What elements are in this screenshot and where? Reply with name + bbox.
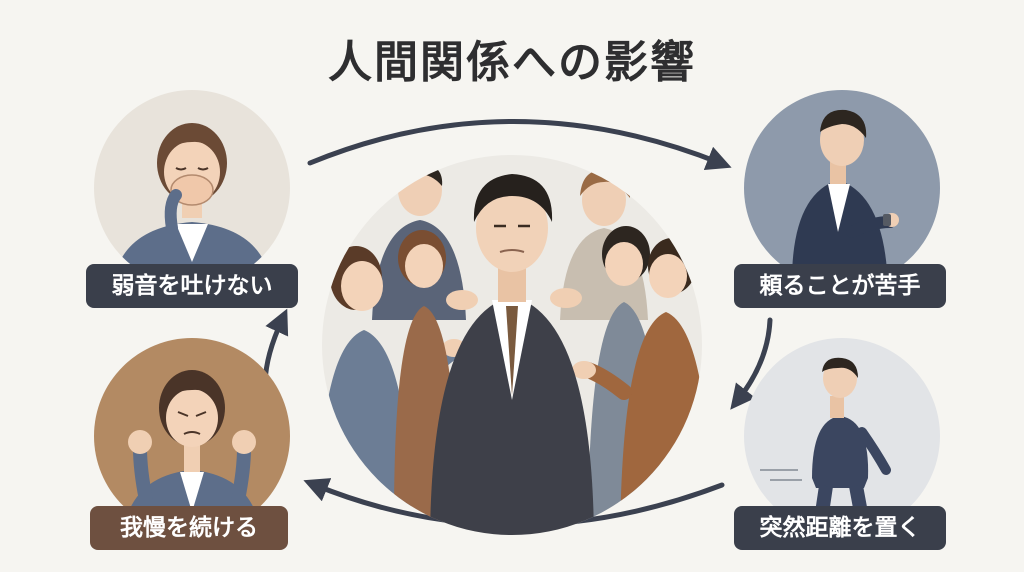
arrow-top (307, 119, 732, 170)
label-tr: 頼ることが苦手 (734, 264, 946, 308)
man-checking-watch-illustration (744, 90, 940, 286)
label-bl: 我慢を続ける (90, 506, 288, 550)
woman-covering-mouth-illustration (94, 90, 290, 286)
central-man (429, 174, 595, 535)
central-group-illustration (322, 155, 702, 535)
arrow-right (730, 317, 773, 410)
page-title: 人間関係への影響 (328, 37, 696, 88)
man-walking-away-illustration (744, 338, 940, 534)
hand-left-shoulder (446, 290, 478, 310)
label-br: 突然距離を置く (734, 506, 946, 550)
label-tl: 弱音を吐けない (86, 264, 298, 308)
hand-right-shoulder (550, 288, 582, 308)
